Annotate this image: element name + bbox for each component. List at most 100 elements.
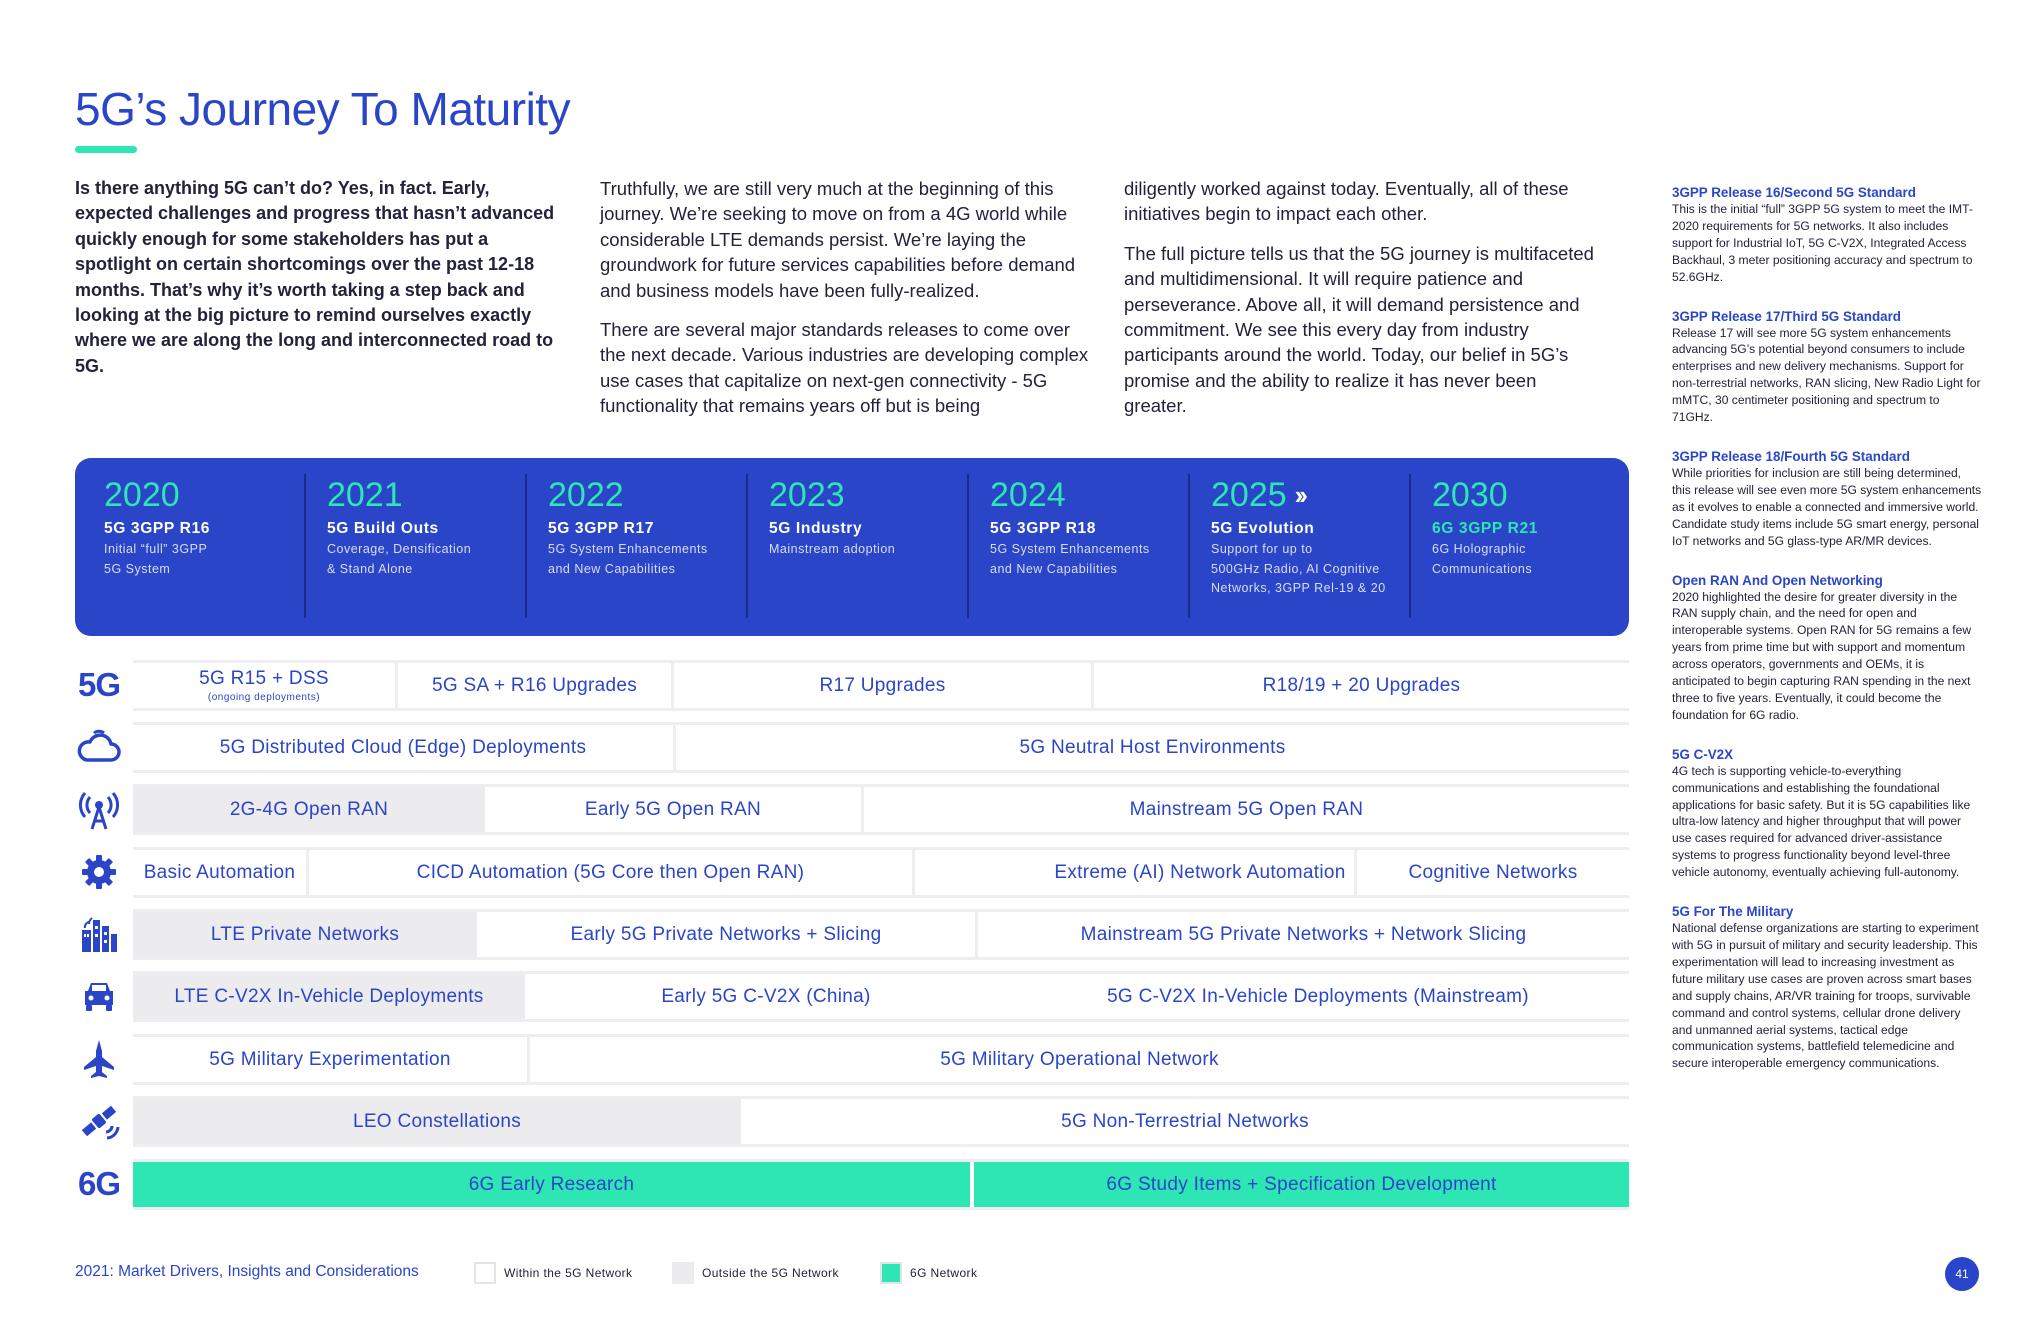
sidebar-block-text: Release 17 will see more 5G system enhan… [1672, 325, 1981, 425]
gear-icon [75, 848, 123, 896]
legend-swatch-within [474, 1262, 496, 1284]
roadmap-segment: 5G Distributed Cloud (Edge) Deployments [219, 736, 587, 758]
roadmap-segment: LEO Constellations [133, 1099, 741, 1144]
roadmap-segment: Early 5G C-V2X (China) [661, 985, 871, 1007]
roadmap-segment: Basic Automation [143, 861, 296, 883]
roadmap-segment: Cognitive Networks [1354, 850, 1629, 895]
timeline-year: 2021 [327, 476, 403, 514]
timeline-item: 2025 ›› 5G Evolution Support for up to 5… [1188, 474, 1409, 618]
sidebar-block: 5G For The Military National defense org… [1672, 903, 1982, 1072]
roadmap-segment: Extreme (AI) Network Automation [912, 850, 1485, 895]
timeline-subtext: 5G System Enhancements and New Capabilit… [548, 542, 708, 576]
sidebar-block: 3GPP Release 18/Fourth 5G Standard While… [1672, 448, 1982, 550]
sidebar-block-title: 3GPP Release 18/Fourth 5G Standard [1672, 448, 1910, 464]
roadmap-segment: 6G Early Research [133, 1162, 970, 1207]
timeline-subtext: Support for up to 500GHz Radio, AI Cogni… [1211, 542, 1386, 596]
roadmap-segment: 5G Neutral Host Environments [673, 725, 1629, 770]
intro-paragraph: There are several major standards releas… [600, 319, 1089, 417]
page-number: 41 [1945, 1257, 1979, 1291]
timeline-subtext: 5G System Enhancements and New Capabilit… [990, 542, 1150, 576]
sidebar-block: 3GPP Release 16/Second 5G Standard This … [1672, 184, 1982, 286]
roadmap-segment: LTE Private Networks [133, 912, 477, 957]
title-underline [75, 146, 137, 153]
roadmap-row-private-networks: LTE Private Networks Early 5G Private Ne… [133, 909, 1629, 960]
sidebar-block-title: 5G For The Military [1672, 904, 1794, 920]
roadmap-segment: CICD Automation (5G Core then Open RAN) [306, 850, 912, 895]
roadmap-row-6g: 6G Early Research 6G Study Items + Speci… [133, 1159, 1629, 1210]
intro-column-3: diligently worked against today. Eventua… [1124, 176, 1594, 433]
timeline-banner: 2020 5G 3GPP R16 Initial “full” 3GPP 5G … [75, 458, 1629, 636]
roadmap-segment: 5G SA + R16 Upgrades [395, 663, 671, 708]
sidebar-block-text: 4G tech is supporting vehicle-to-everyth… [1672, 763, 1971, 880]
sidebar-block-title: 5G C-V2X [1672, 746, 1734, 762]
timeline-item: 2024 5G 3GPP R18 5G System Enhancements … [967, 474, 1188, 618]
5g-label-icon: 5G [77, 666, 121, 703]
timeline-heading: 5G 3GPP R16 [104, 520, 210, 537]
footer-title: 2021: Market Drivers, Insights and Consi… [75, 1263, 419, 1280]
legend-swatch-outside [672, 1262, 694, 1284]
roadmap-segment: R17 Upgrades [671, 663, 1091, 708]
roadmap-row-open-ran: 2G-4G Open RAN Early 5G Open RAN Mainstr… [133, 784, 1629, 835]
roadmap-segment: LTE C-V2X In-Vehicle Deployments [133, 974, 525, 1019]
timeline-item: 2030 6G 3GPP R21 6G Holographic Communic… [1409, 474, 1630, 618]
timeline-subtext: 6G Holographic Communications [1432, 542, 1533, 576]
roadmap-segment: 5G Non-Terrestrial Networks [1061, 1110, 1309, 1132]
double-chevron-icon: ›› [1294, 480, 1308, 510]
roadmap-row-c-v2x: LTE C-V2X In-Vehicle Deployments Early 5… [133, 971, 1629, 1022]
sidebar: 3GPP Release 16/Second 5G Standard This … [1672, 184, 1982, 1088]
timeline-year: 2024 [990, 476, 1066, 514]
6g-label-icon: 6G [77, 1165, 121, 1202]
timeline-subtext: Coverage, Densification & Stand Alone [327, 542, 472, 576]
timeline-year-row: 2025 ›› [1211, 474, 1409, 516]
timeline-item: 2022 5G 3GPP R17 5G System Enhancements … [525, 474, 746, 618]
roadmap-segment: 5G Military Experimentation [209, 1048, 451, 1070]
roadmap-segment: 5G C-V2X In-Vehicle Deployments (Mainstr… [1107, 985, 1529, 1007]
timeline-item: 2023 5G Industry Mainstream adoption [746, 474, 967, 618]
timeline-heading: 5G 3GPP R17 [548, 520, 654, 537]
roadmap-segment: 2G-4G Open RAN [133, 787, 485, 832]
jet-icon [75, 1035, 123, 1083]
roadmap-segment: 6G Study Items + Specification Developme… [974, 1162, 1629, 1207]
timeline-heading: 6G 3GPP R21 [1432, 520, 1538, 537]
segment-label: 5G R15 + DSS [199, 668, 329, 689]
roadmap-segment: R18/19 + 20 Upgrades [1091, 663, 1629, 708]
timeline-year: 2023 [769, 476, 845, 514]
legend-label: Within the 5G Network [504, 1266, 633, 1280]
roadmap-segment: Early 5G Private Networks + Slicing [570, 923, 882, 945]
timeline-item: 2020 5G 3GPP R16 Initial “full” 3GPP 5G … [83, 474, 304, 618]
intro-column-2: Truthfully, we are still very much at th… [600, 176, 1100, 433]
roadmap-segment: 5G Military Operational Network [527, 1037, 1629, 1082]
timeline-year: 2022 [548, 476, 624, 514]
page-title: 5G’s Journey To Maturity [75, 83, 571, 135]
legend-label: Outside the 5G Network [702, 1266, 839, 1280]
segment-sublabel: (ongoing deployments) [207, 692, 321, 703]
timeline-year: 2025 [1211, 476, 1287, 514]
timeline-heading: 5G Industry [769, 520, 863, 537]
roadmap-row-5g: 5G R15 + DSS (ongoing deployments) 5G SA… [133, 660, 1629, 711]
timeline-item: 2021 5G Build Outs Coverage, Densificati… [304, 474, 525, 618]
sidebar-block-title: 3GPP Release 17/Third 5G Standard [1672, 308, 1901, 324]
roadmap-row-military: 5G Military Experimentation 5G Military … [133, 1034, 1629, 1085]
sidebar-block: 3GPP Release 17/Third 5G Standard Releas… [1672, 308, 1982, 426]
intro-column-1: Is there anything 5G can’t do? Yes, in f… [75, 176, 565, 393]
legend-swatch-6g [880, 1262, 902, 1284]
timeline-subtext: Initial “full” 3GPP 5G System [104, 542, 208, 576]
roadmap-segment: Mainstream 5G Private Networks + Network… [975, 912, 1629, 957]
timeline-subtext: Mainstream adoption [769, 542, 896, 556]
sidebar-block-title: Open RAN And Open Networking [1672, 572, 1883, 588]
intro-paragraph: diligently worked against today. Eventua… [1124, 178, 1569, 225]
sidebar-block: 5G C-V2X 4G tech is supporting vehicle-t… [1672, 746, 1982, 881]
sidebar-block-text: National defense organizations are start… [1672, 921, 1979, 1071]
sidebar-block: Open RAN And Open Networking 2020 highli… [1672, 572, 1982, 724]
timeline-heading: 5G 3GPP R18 [990, 520, 1096, 537]
roadmap-segment: Mainstream 5G Open RAN [861, 787, 1629, 832]
car-icon [75, 972, 123, 1020]
sidebar-block-text: While priorities for inclusion are still… [1672, 465, 1982, 548]
roadmap-segment: Early 5G Open RAN [584, 798, 762, 820]
legend-label: 6G Network [910, 1266, 978, 1280]
cloud-icon [75, 723, 123, 771]
timeline-heading: 5G Build Outs [327, 520, 439, 537]
roadmap-row-automation: Basic Automation CICD Automation (5G Cor… [133, 847, 1629, 898]
antenna-icon [75, 786, 123, 834]
intro-paragraph: Truthfully, we are still very much at th… [600, 178, 1076, 301]
